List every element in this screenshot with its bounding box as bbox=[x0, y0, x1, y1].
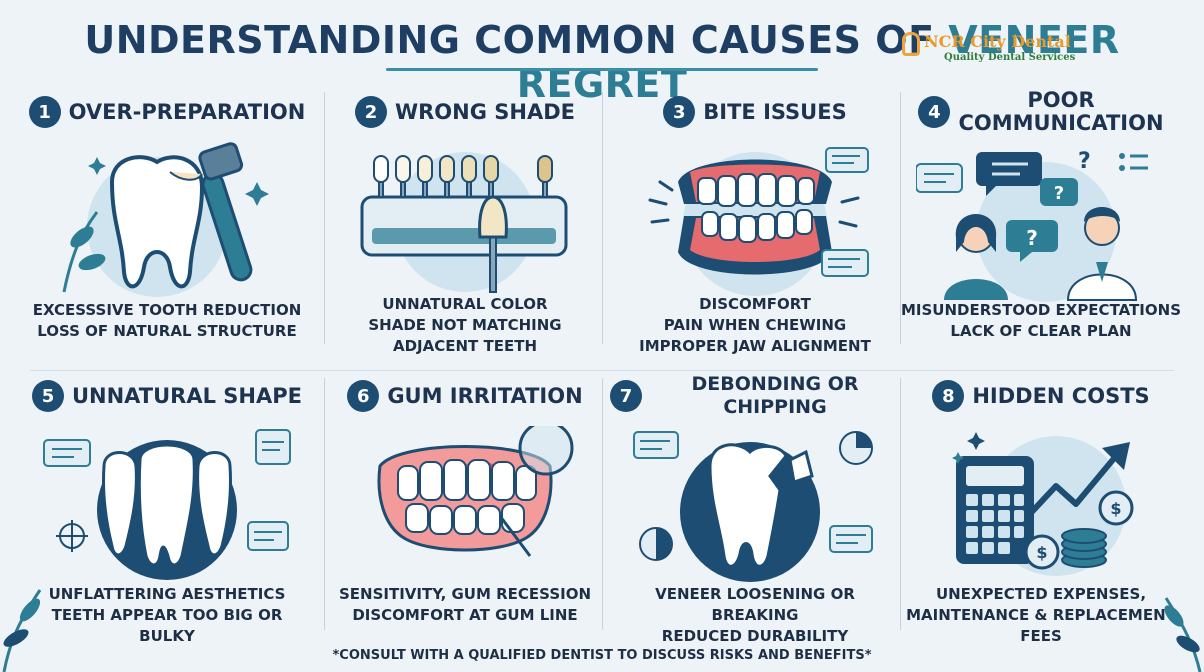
description-line: VENEER LOOSENING OR BREAKING bbox=[655, 585, 855, 624]
description-line: SENSITIVITY, GUM RECESSION bbox=[338, 585, 592, 603]
cause-card-bite-issues: 3 BITE ISSUES DISCOMFORT PAIN WHEN bbox=[610, 84, 900, 357]
card-number-badge: 7 bbox=[610, 380, 642, 412]
card-description: UNFLATTERING AESTHETICS TEETH APPEAR TOO… bbox=[22, 584, 312, 647]
cause-card-hidden-costs: 8 HIDDEN COSTS $ $ UNEXPECTED EXPENSES, … bbox=[896, 368, 1186, 645]
card-description: UNNATURAL COLOR SHADE NOT MATCHING ADJAC… bbox=[320, 294, 610, 357]
card-title: OVER-PREPARATION bbox=[68, 99, 306, 124]
card-number-badge: 5 bbox=[31, 380, 64, 412]
brand-tagline: Quality Dental Services bbox=[944, 52, 1076, 63]
description-line: SHADE NOT MATCHING bbox=[368, 316, 562, 334]
card-title: WRONG SHADE bbox=[394, 99, 576, 124]
card-number-badge: 3 bbox=[663, 96, 696, 128]
tooth-logo-icon bbox=[902, 32, 920, 56]
card-title: DEBONDING OR CHIPPING bbox=[691, 373, 859, 418]
description-line: IMPROPER JAW ALIGNMENT bbox=[639, 337, 871, 355]
leaf-decoration-icon bbox=[2, 589, 42, 672]
leaf-decoration-icon bbox=[1164, 597, 1202, 672]
misaligned-bite-icon bbox=[648, 147, 869, 296]
card-number-badge: 4 bbox=[918, 96, 951, 128]
drilled-tooth-icon bbox=[62, 142, 269, 297]
bulky-teeth-icon bbox=[43, 429, 291, 580]
card-header: 1 OVER-PREPARATION bbox=[22, 84, 312, 140]
card-number-badge: 2 bbox=[354, 96, 387, 128]
card-title: GUM IRRITATION bbox=[387, 383, 583, 408]
description-line: DISCOMFORT bbox=[699, 295, 811, 313]
description-line: UNFLATTERING AESTHETICS bbox=[48, 585, 286, 603]
card-header: 7 DEBONDING OR CHIPPING bbox=[610, 368, 900, 424]
svg-text:$: $ bbox=[1110, 499, 1121, 518]
description-line: PAIN WHEN CHEWING bbox=[663, 316, 847, 334]
column-divider bbox=[602, 92, 603, 344]
description-line: DISCOMFORT AT GUM LINE bbox=[352, 606, 578, 624]
card-title: BITE ISSUES bbox=[703, 99, 847, 124]
card-description: UNEXPECTED EXPENSES, MAINTENANCE & REPLA… bbox=[896, 584, 1186, 647]
description-line: TEETH APPEAR TOO BIG OR BULKY bbox=[51, 606, 283, 645]
column-divider bbox=[900, 92, 901, 344]
column-divider bbox=[602, 378, 603, 630]
card-description: VENEER LOOSENING OR BREAKING REDUCED DUR… bbox=[610, 584, 900, 647]
cause-card-poor-communication: 4 POOR COMMUNICATION ? ? ? MISUNDERSTOOD… bbox=[896, 84, 1186, 354]
description-line: MISUNDERSTOOD EXPECTATIONS bbox=[901, 301, 1181, 319]
calculator-coins-icon: $ $ bbox=[952, 432, 1134, 576]
description-line: MAINTENANCE & REPLACEMENT FEES bbox=[906, 606, 1176, 645]
card-description: DISCOMFORT PAIN WHEN CHEWING IMPROPER JA… bbox=[610, 294, 900, 357]
card-header: 3 BITE ISSUES bbox=[610, 84, 900, 140]
card-header: 2 WRONG SHADE bbox=[320, 84, 610, 140]
inflamed-gums-icon bbox=[377, 426, 574, 557]
brand-logo: NCR City Dental Quality Dental Services bbox=[902, 30, 1102, 66]
svg-text:$: $ bbox=[1036, 543, 1047, 562]
cause-card-debonding-chipping: 7 DEBONDING OR CHIPPING VENEER LOOSENING… bbox=[610, 368, 900, 645]
patient-dentist-chat-icon: ? ? ? bbox=[916, 149, 1148, 302]
column-divider bbox=[324, 92, 325, 344]
cause-card-wrong-shade: 2 WRONG SHADE UNNATURAL COLOR SHADE NOT … bbox=[320, 84, 610, 357]
card-number-badge: 1 bbox=[28, 96, 61, 128]
column-divider bbox=[900, 378, 901, 630]
shade-guide-icon bbox=[360, 152, 568, 293]
title-main: UNDERSTANDING COMMON CAUSES OF bbox=[84, 18, 949, 62]
card-number-badge: 6 bbox=[347, 380, 380, 412]
row-divider bbox=[30, 370, 1174, 371]
description-line: UNEXPECTED EXPENSES, bbox=[935, 585, 1147, 603]
description-line: EXCESSSIVE TOOTH REDUCTION bbox=[32, 301, 302, 319]
card-title: HIDDEN COSTS bbox=[972, 383, 1150, 408]
cause-card-unnatural-shape: 5 UNNATURAL SHAPE UNFLATTERING AESTHETIC… bbox=[22, 368, 312, 645]
description-line: UNNATURAL COLOR bbox=[382, 295, 548, 313]
svg-text:?: ? bbox=[1026, 226, 1038, 250]
page-title: UNDERSTANDING COMMON CAUSES OF VENEER RE… bbox=[0, 18, 1204, 106]
card-description: EXCESSSIVE TOOTH REDUCTION LOSS OF NATUR… bbox=[22, 300, 312, 342]
title-underline bbox=[386, 68, 818, 71]
chipped-tooth-icon bbox=[633, 431, 873, 582]
description-line: ADJACENT TEETH bbox=[392, 337, 538, 355]
description-line: REDUCED DURABILITY bbox=[661, 627, 849, 645]
column-divider bbox=[324, 378, 325, 630]
footer-disclaimer: *CONSULT WITH A QUALIFIED DENTIST TO DIS… bbox=[332, 648, 872, 663]
card-description: SENSITIVITY, GUM RECESSION DISCOMFORT AT… bbox=[320, 584, 610, 626]
card-title: UNNATURAL SHAPE bbox=[71, 383, 302, 408]
cause-card-gum-irritation: 6 GUM IRRITATION SENSITIVITY, GUM RECESS… bbox=[320, 368, 610, 638]
card-header: 4 POOR COMMUNICATION bbox=[896, 84, 1186, 140]
cause-card-over-preparation: 1 OVER-PREPARATION EXCESSSIVE TOOTH REDU… bbox=[22, 84, 312, 354]
brand-name: NCR City Dental bbox=[924, 32, 1071, 51]
card-title-line: POOR bbox=[1027, 88, 1095, 112]
card-description: MISUNDERSTOOD EXPECTATIONS LACK OF CLEAR… bbox=[896, 300, 1186, 342]
card-header: 6 GUM IRRITATION bbox=[320, 368, 610, 424]
card-header: 8 HIDDEN COSTS bbox=[896, 368, 1186, 424]
description-line: LACK OF CLEAR PLAN bbox=[950, 322, 1132, 340]
svg-text:?: ? bbox=[1078, 149, 1091, 174]
svg-text:?: ? bbox=[1054, 183, 1064, 204]
card-number-badge: 8 bbox=[932, 380, 965, 412]
card-title-line: COMMUNICATION bbox=[958, 111, 1164, 135]
description-line: LOSS OF NATURAL STRUCTURE bbox=[37, 322, 297, 340]
card-title: POOR COMMUNICATION bbox=[958, 89, 1163, 135]
card-header: 5 UNNATURAL SHAPE bbox=[22, 368, 312, 424]
